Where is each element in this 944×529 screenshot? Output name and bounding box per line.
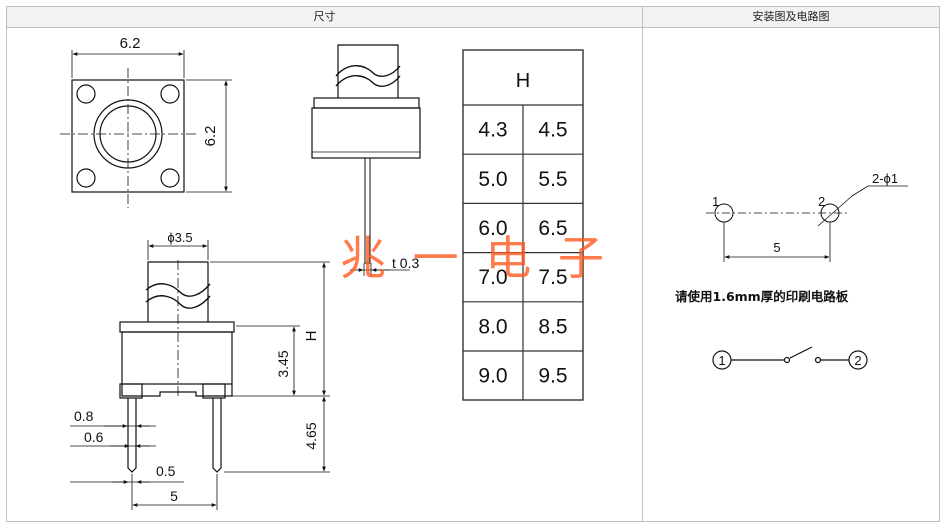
pcb-thickness-note: 请使用1.6mm厚的印刷电路板 bbox=[675, 289, 849, 304]
side-actuator bbox=[337, 44, 399, 98]
height-table-header: H bbox=[516, 70, 530, 92]
top-view-body bbox=[71, 79, 185, 193]
front-flange bbox=[119, 321, 235, 333]
height-table-cell: 5.0 bbox=[478, 168, 507, 191]
front-body bbox=[121, 331, 233, 385]
top-width-label: 6.2 bbox=[120, 35, 141, 52]
dimensions-header: 尺寸 bbox=[7, 7, 642, 28]
height-table-cell: 9.5 bbox=[538, 365, 567, 388]
mount-hole-label: 2-ϕ1 bbox=[872, 171, 898, 186]
height-table-cell: 7.0 bbox=[478, 266, 507, 289]
mount-pin1-label: 1 bbox=[712, 194, 719, 209]
height-table-cell: 4.3 bbox=[478, 119, 507, 142]
pin-hole-br bbox=[160, 168, 180, 188]
height-table-cell: 5.5 bbox=[538, 168, 567, 191]
height-table-cell: 8.0 bbox=[478, 315, 507, 338]
front-body-height-label: 3.45 bbox=[275, 350, 291, 377]
top-height-label: 6.2 bbox=[202, 126, 219, 147]
pin-hole-tl bbox=[76, 84, 96, 104]
panel-divider bbox=[642, 7, 643, 521]
front-pin-left-base bbox=[119, 383, 143, 399]
front-pin-length-label: 4.65 bbox=[303, 422, 319, 449]
mount-pitch-label: 5 bbox=[773, 240, 780, 255]
pin-hole-bl bbox=[76, 168, 96, 188]
terminal-1-label: 1 bbox=[718, 353, 725, 368]
front-pin-right-base bbox=[202, 383, 226, 399]
height-table-cell: 6.0 bbox=[478, 217, 507, 240]
pin-hole-tr bbox=[160, 84, 180, 104]
height-table-cell: 6.5 bbox=[538, 217, 567, 240]
side-lead bbox=[364, 157, 371, 264]
pin-width-inner-label: 0.6 bbox=[84, 429, 104, 445]
height-table-rows: 4.3 4.5 5.0 5.5 6.0 6.5 7.0 7.5 8.0 8.5 9.0 9.5 bbox=[463, 105, 583, 400]
watermark: 兆 一 电 子 bbox=[340, 231, 610, 285]
side-view bbox=[311, 44, 421, 276]
drawing-frame bbox=[6, 6, 940, 522]
front-pin-left bbox=[127, 398, 137, 473]
terminal-2-label: 2 bbox=[854, 353, 861, 368]
side-thickness-label: t 0.3 bbox=[392, 255, 419, 271]
height-table-cell: 7.5 bbox=[538, 266, 567, 289]
installation-header: 安装图及电路图 bbox=[643, 7, 939, 28]
height-table: H 4.3 4.5 5.0 5.5 6.0 6.5 7.0 7.5 8.0 8.5 9.0 9.5 bbox=[462, 49, 584, 401]
front-pin-right bbox=[212, 398, 222, 473]
height-table-cell: 4.5 bbox=[538, 119, 567, 142]
height-table-cell: 8.5 bbox=[538, 315, 567, 338]
mounting-diagram bbox=[706, 185, 908, 262]
pin-width-outer-label: 0.8 bbox=[74, 408, 94, 424]
side-flange bbox=[313, 97, 420, 109]
front-diameter-label: ϕ3.5 bbox=[167, 230, 192, 245]
front-view bbox=[70, 240, 330, 510]
pin-pitch-label: 5 bbox=[170, 488, 178, 504]
height-table-cell: 9.0 bbox=[478, 365, 507, 388]
mount-pin2-label: 2 bbox=[818, 194, 825, 209]
switch-circuit bbox=[712, 346, 868, 370]
pin-gap-label: 0.5 bbox=[156, 463, 176, 479]
side-body bbox=[311, 107, 421, 159]
front-h-label: H bbox=[303, 331, 320, 342]
top-view bbox=[60, 50, 232, 208]
